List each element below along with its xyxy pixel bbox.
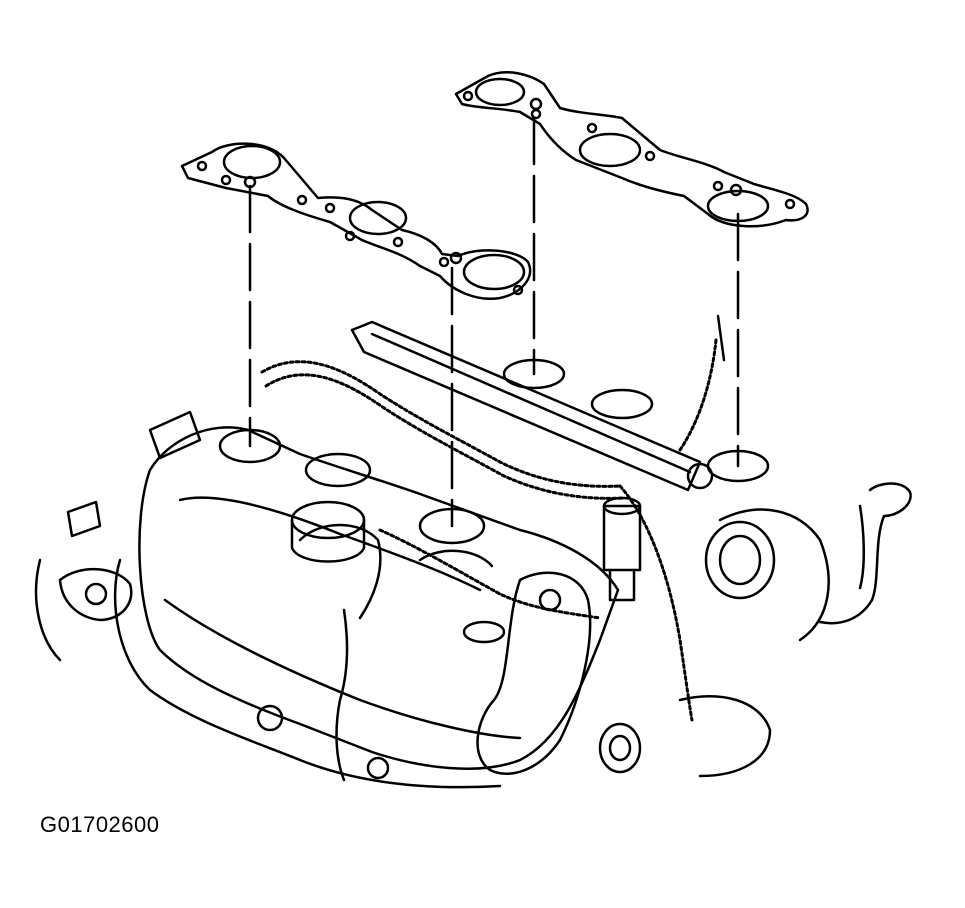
hose: [818, 482, 912, 625]
mounting-bracket: [476, 571, 592, 775]
cylinder-ports: [218, 358, 770, 644]
throttle-body: [704, 508, 830, 642]
wiring-harness: [260, 338, 718, 722]
spark-plug-wire: [335, 314, 726, 782]
left-components: [34, 410, 202, 662]
alignment-lines: [248, 116, 740, 528]
fuel-rail: [350, 320, 714, 492]
pressure-regulator: [602, 496, 642, 602]
engine-cylinder-head: [113, 426, 620, 789]
lower-fittings: [256, 695, 772, 780]
left-manifold-gasket: [180, 142, 532, 301]
right-manifold-gasket: [454, 71, 809, 228]
oil-filler-cap: [290, 500, 366, 563]
figure-id-label: G01702600: [40, 812, 160, 837]
